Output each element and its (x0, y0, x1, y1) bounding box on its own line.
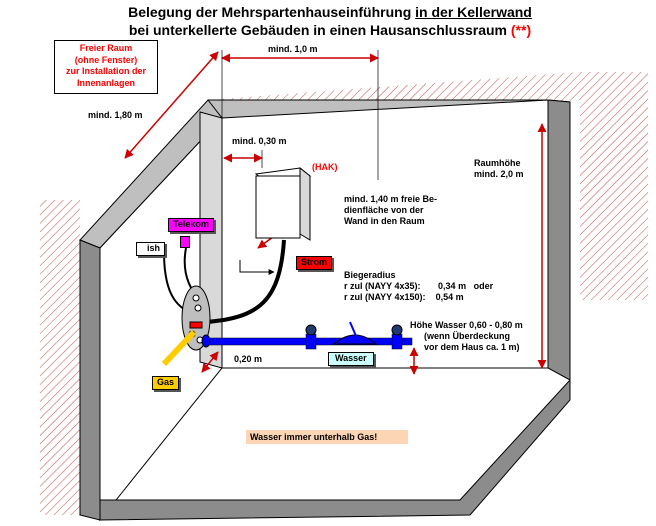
depth-arrow (124, 51, 219, 159)
strom-tag: Strom (296, 256, 333, 270)
hak-box (254, 166, 312, 241)
ground-hatching (40, 72, 648, 515)
water-height-label: Höhe Wasser 0,60 - 0,80 m (wenn Überdeck… (410, 320, 523, 352)
ish-tag: ish (136, 242, 166, 256)
wasser-tag: Wasser (328, 352, 374, 366)
depth-min-label: mind. 1,80 m (88, 110, 143, 120)
telekom-connector (180, 236, 190, 248)
width-min-label: mind. 1,0 m (268, 44, 318, 54)
distance-020-label: 0,20 m (234, 354, 263, 364)
free-space-box: Freier Raum (ohne Fenster) zur Installat… (54, 40, 158, 94)
leader-lines (221, 50, 379, 180)
note-box: Wasser immer unterhalb Gas! (246, 430, 408, 444)
hak-distance-label: mind. 0,30 m (232, 136, 287, 146)
telekom-tag: Telekom (168, 218, 214, 232)
gas-tag: Gas (152, 376, 180, 390)
water-pipe (201, 321, 413, 350)
dimension-arrows (124, 51, 547, 375)
bend-radius-block: Biegeradius r zul (NAYY 4x35): 0,34 m od… (344, 270, 494, 302)
distance-020-arrow (201, 351, 219, 373)
room-height-label: Raumhöhe mind. 2,0 m (474, 158, 524, 179)
free-space-text: mind. 1,40 m freie Be- dienfläche von de… (344, 194, 438, 226)
page-title: Belegung der Mehrspartenhauseinführung i… (128, 4, 532, 38)
hak-label: (HAK) (312, 162, 338, 172)
strom-cable (205, 239, 286, 324)
gas-pipe (161, 329, 197, 367)
